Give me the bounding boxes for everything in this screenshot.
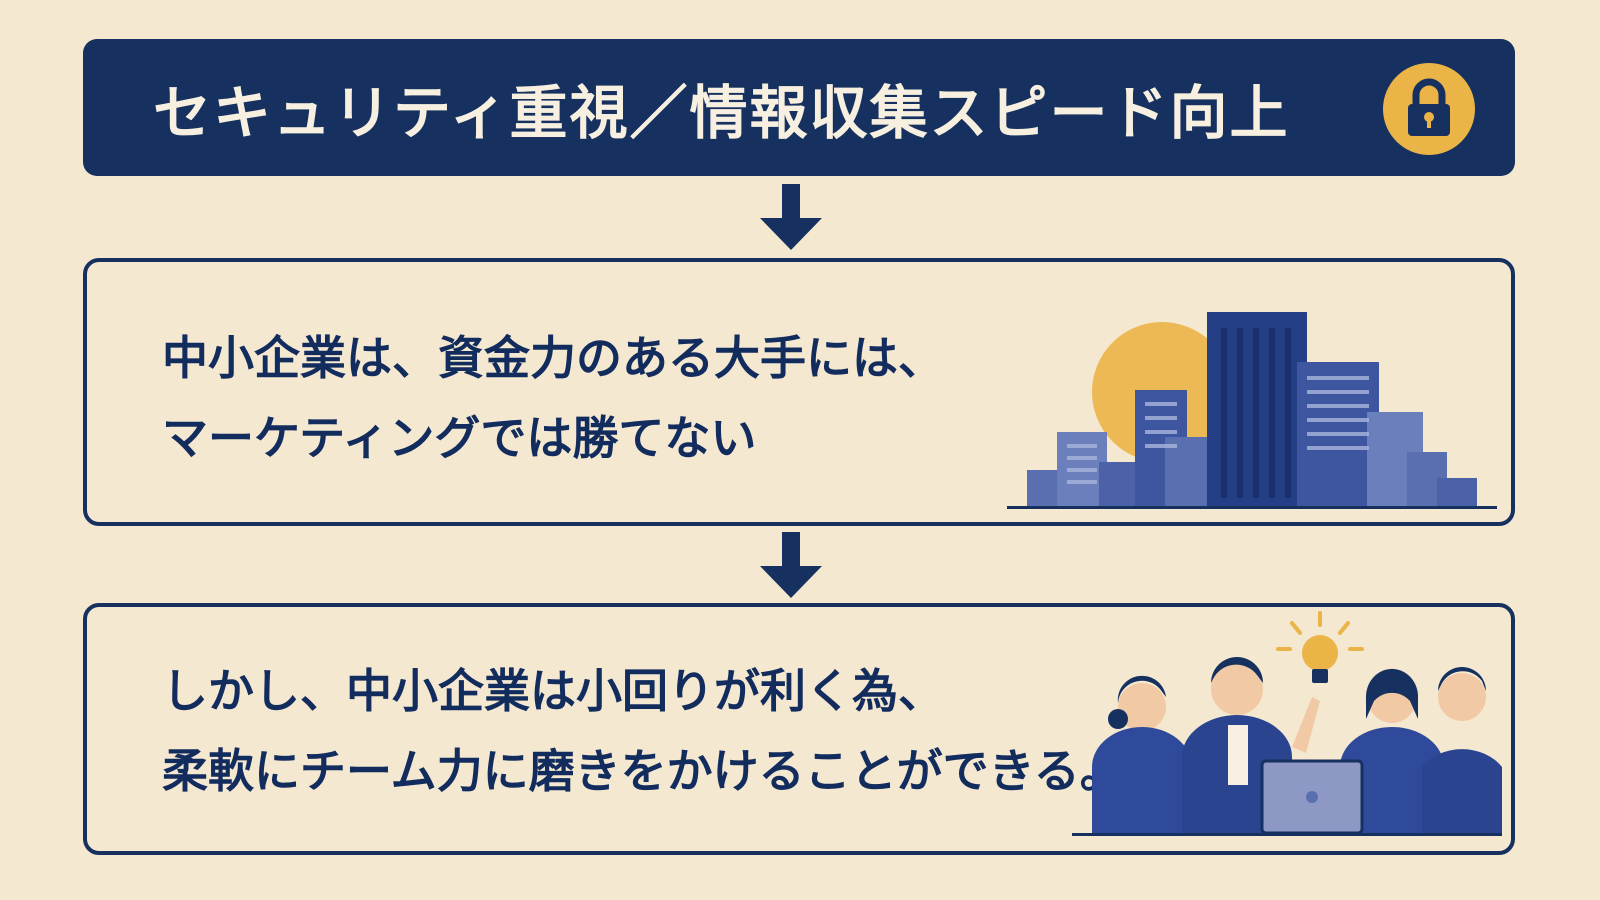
panel-large-companies: 中小企業は、資金力のある大手には、 マーケティングでは勝てない	[83, 258, 1515, 526]
panel-2-line-2: 柔軟にチーム力に磨きをかけることができる。	[162, 744, 1126, 798]
lock-icon	[1383, 63, 1475, 155]
down-arrow-icon	[758, 532, 824, 602]
down-arrow-icon	[758, 184, 824, 254]
panel-2-line-1: しかし、中小企業は小回りが利く為、	[162, 664, 944, 718]
panel-1-text: 中小企業は、資金力のある大手には、 マーケティングでは勝てない	[162, 318, 944, 478]
light-bulb-icon	[1276, 611, 1364, 683]
panel-2-text: しかし、中小企業は小回りが利く為、 柔軟にチーム力に磨きをかけることができる。	[162, 651, 1126, 811]
header-title: セキュリティ重視／情報収集スピード向上	[153, 78, 1290, 147]
city-buildings-icon	[1007, 272, 1507, 522]
panel-small-companies: しかし、中小企業は小回りが利く為、 柔軟にチーム力に磨きをかけることができる。	[83, 603, 1515, 855]
panel-1-line-2: マーケティングでは勝てない	[162, 411, 757, 465]
header-banner: セキュリティ重視／情報収集スピード向上	[83, 39, 1515, 176]
panel-1-line-1: 中小企業は、資金力のある大手には、	[162, 331, 944, 385]
team-meeting-icon	[1022, 607, 1502, 851]
